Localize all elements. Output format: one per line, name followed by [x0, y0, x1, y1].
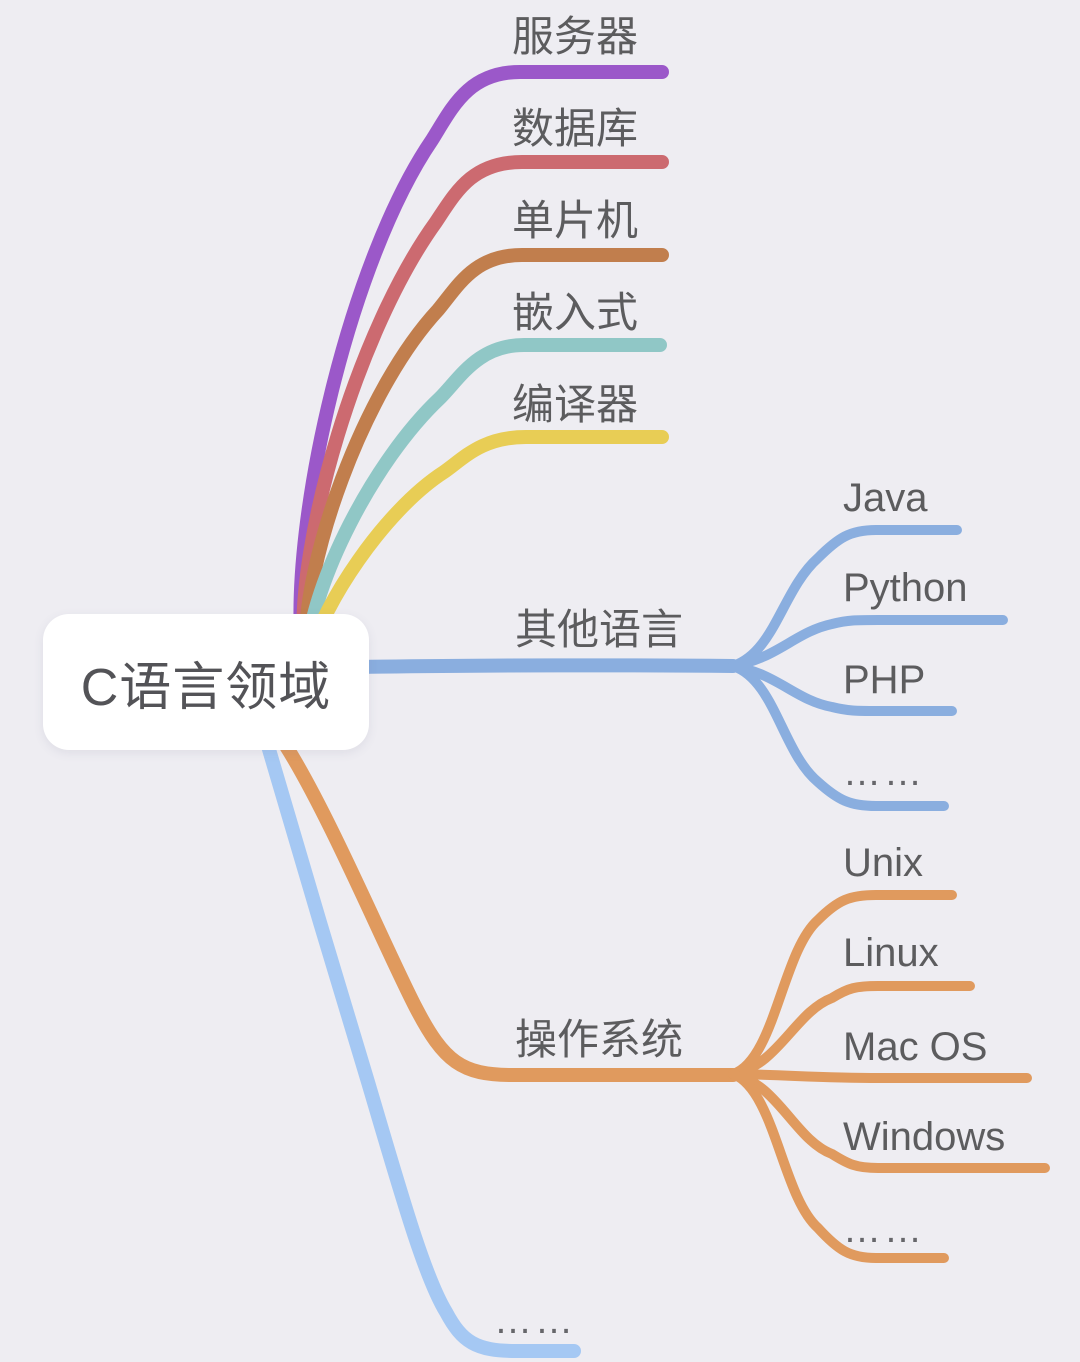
node-more[interactable]: ……: [494, 1300, 576, 1342]
line-more: [261, 739, 581, 1358]
node-database[interactable]: 数据库: [512, 105, 639, 152]
line-child-other-more: [728, 661, 949, 811]
root-node[interactable]: C语言领域: [43, 614, 369, 750]
line-child-windows: [728, 1069, 1050, 1173]
line-compiler: [305, 430, 669, 657]
line-child-macos: [728, 1069, 1032, 1083]
line-child-python: [728, 615, 1008, 671]
line-child-os-more: [728, 1069, 949, 1263]
line-child-java: [728, 525, 962, 671]
node-php[interactable]: PHP: [843, 658, 926, 702]
node-embedded[interactable]: 嵌入式: [512, 289, 639, 336]
root-node-label: C语言领域: [80, 658, 332, 717]
line-child-php: [728, 661, 957, 716]
line-database: [296, 155, 669, 657]
node-windows[interactable]: Windows: [843, 1115, 1006, 1159]
line-microcontroller: [298, 248, 669, 657]
node-operating-systems[interactable]: 操作系统: [515, 1016, 684, 1063]
line-embedded: [301, 338, 667, 657]
line-other-languages: [353, 658, 740, 674]
node-java[interactable]: Java: [843, 476, 928, 520]
node-other-languages-more[interactable]: ……: [843, 752, 925, 794]
line-server: [293, 65, 669, 657]
node-microcontroller[interactable]: 单片机: [512, 197, 639, 244]
node-python[interactable]: Python: [843, 566, 968, 610]
node-server[interactable]: 服务器: [512, 13, 639, 60]
node-other-languages[interactable]: 其他语言: [515, 606, 684, 653]
line-operating-systems: [279, 739, 740, 1082]
node-unix[interactable]: Unix: [843, 841, 924, 885]
node-compiler[interactable]: 编译器: [512, 381, 639, 428]
line-child-unix: [728, 890, 957, 1079]
line-child-linux: [728, 981, 975, 1079]
node-linux[interactable]: Linux: [843, 931, 939, 975]
node-operating-systems-more[interactable]: ……: [843, 1209, 925, 1251]
node-macos[interactable]: Mac OS: [843, 1025, 988, 1069]
